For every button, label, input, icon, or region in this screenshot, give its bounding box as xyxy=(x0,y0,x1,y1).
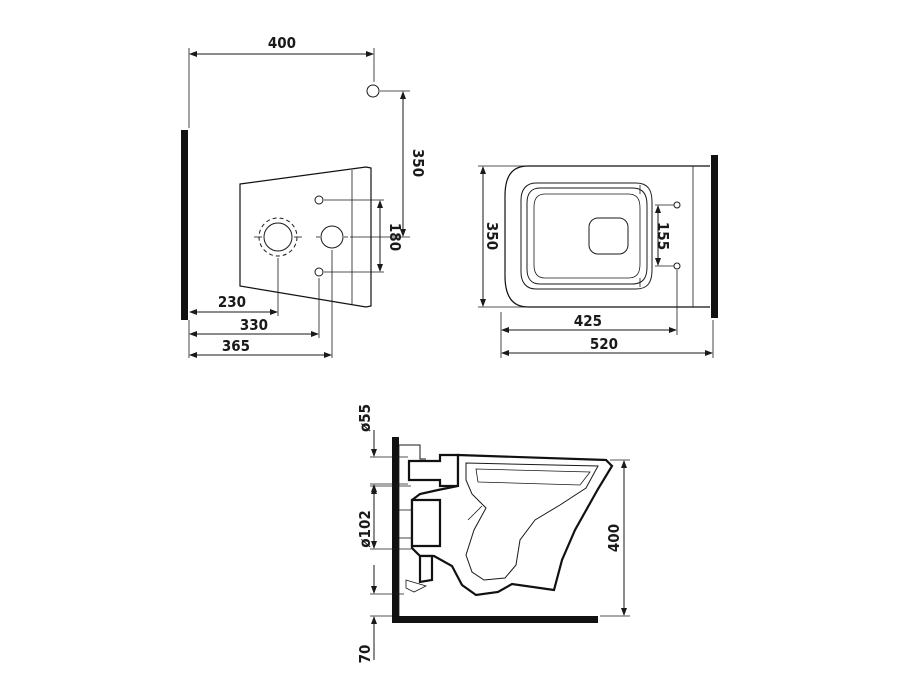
dim-70: 70 xyxy=(356,645,374,664)
section-view: ø55 ø102 400 70 xyxy=(356,404,630,663)
bowl-top-outline xyxy=(504,165,710,308)
dim-400-width: 400 xyxy=(268,34,296,52)
dim-155-spacing: 155 xyxy=(654,222,672,250)
outlet-pipe xyxy=(410,498,442,548)
dim-520: 520 xyxy=(590,335,618,353)
fixing-hole-bottom xyxy=(314,267,324,277)
wall-right xyxy=(711,155,718,318)
dim-230: 230 xyxy=(218,293,246,311)
flush-inlet xyxy=(407,453,460,488)
wall-left xyxy=(181,130,188,320)
inlet-circle xyxy=(320,225,344,249)
dim-425: 425 xyxy=(574,312,602,330)
fixing-hole-top xyxy=(314,195,324,205)
seat-outline xyxy=(520,182,653,290)
dim-dia102: ø102 xyxy=(356,510,374,547)
dim-350-height: 350 xyxy=(409,149,427,177)
dim-400-height: 400 xyxy=(605,524,623,552)
dim-180-spacing: 180 xyxy=(386,223,404,251)
dim-330: 330 xyxy=(240,316,268,334)
dim-dia55: ø55 xyxy=(356,404,374,432)
dim-365: 365 xyxy=(222,337,250,355)
dim-350-depth: 350 xyxy=(483,222,501,250)
rear-view: 400 350 180 230 330 365 xyxy=(181,34,427,358)
water-inlet-circle xyxy=(366,84,380,98)
bowl-section-profile xyxy=(410,453,614,597)
top-view: 350 155 425 520 xyxy=(478,155,718,358)
flush-opening xyxy=(588,217,629,255)
